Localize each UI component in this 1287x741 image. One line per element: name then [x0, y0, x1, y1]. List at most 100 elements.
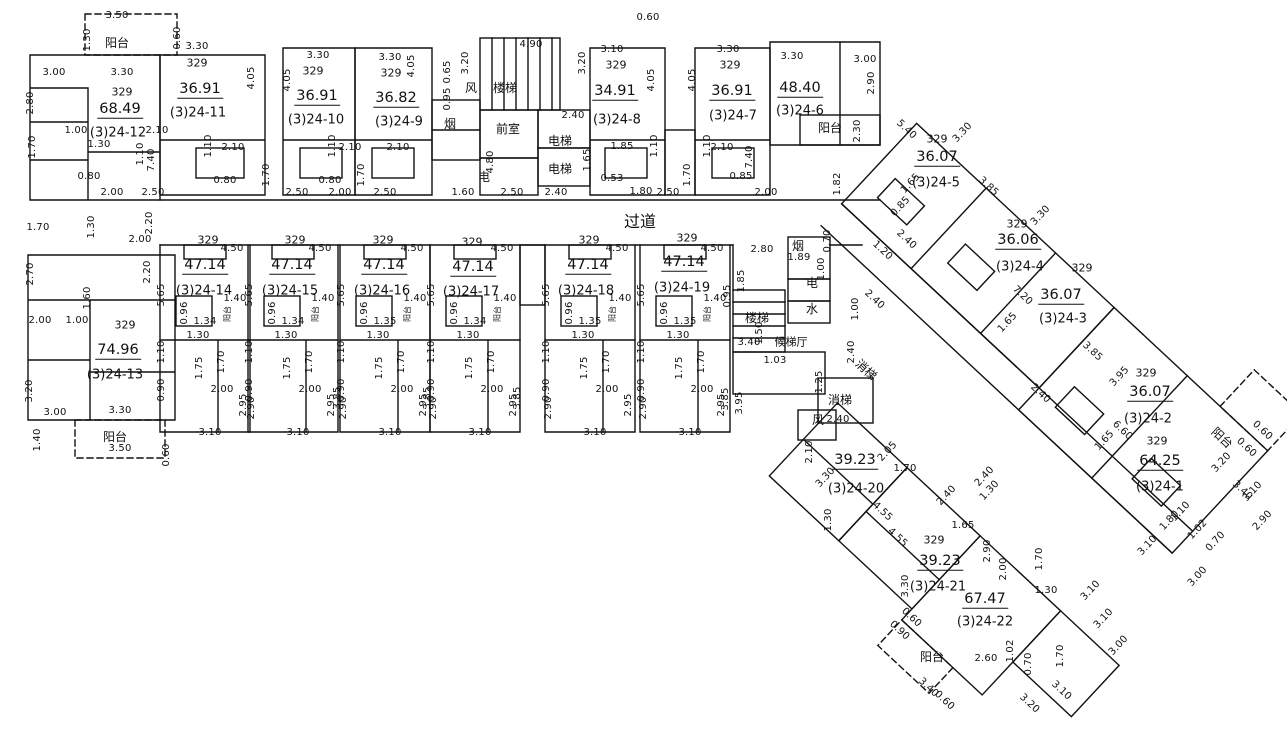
dimension-label: 2.60 — [974, 653, 998, 664]
dimension-label: 1.10 — [156, 340, 167, 364]
dimension-label: 2.40 — [826, 414, 850, 425]
dimension-label: 0.85 — [729, 171, 753, 182]
dimension-label: 4.90 — [519, 39, 543, 50]
dimension-label: 5.65 — [156, 283, 167, 307]
dimension-label: 1.70 — [696, 350, 707, 374]
unit-area: 36.06 — [995, 231, 1041, 250]
dimension-label: 2.10 — [221, 142, 245, 153]
dimension-label: 2.70 — [25, 262, 36, 286]
dimension-label: 3.10 — [198, 427, 222, 438]
dimension-label: 3.85 — [422, 386, 433, 410]
dimension-label: 1.34 — [193, 316, 217, 327]
dimension-label: 1.00 — [65, 315, 89, 326]
dimension-label: 4.50 — [605, 243, 629, 254]
dimension-label: 2.90 — [982, 539, 993, 563]
unit-code: (3)24-6 — [776, 103, 824, 119]
dimension-label: 3.85 — [332, 386, 343, 410]
dimension-label: 2.00 — [210, 384, 234, 395]
dimension-label: 0.80 — [77, 171, 101, 182]
dimension-label: 1.10 — [203, 134, 214, 158]
unit-code: (3)24-17 — [442, 284, 500, 300]
dimension-label: 2.80 — [25, 91, 36, 115]
balcony-label: 阳台 — [493, 306, 502, 322]
dimension-label: 1.70 — [26, 222, 50, 233]
room-label: 风 — [811, 413, 825, 427]
dimension-label: 2.00 — [480, 384, 504, 395]
dimension-label: 2.10 — [145, 125, 169, 136]
unit-code: (3)24-13 — [86, 367, 144, 383]
dimension-label: 1.60 — [451, 187, 475, 198]
dimension-label: 2.50 — [500, 187, 524, 198]
dimension-label: 2.40 — [846, 340, 857, 364]
dimension-label: 1.30 — [82, 28, 93, 52]
room-label: 楼梯 — [492, 81, 518, 95]
unit-area: 74.96 — [95, 341, 141, 360]
dimension-label: 4.50 — [400, 243, 424, 254]
dimension-label: 3.85 — [512, 386, 523, 410]
room-label: 过道 — [623, 212, 657, 231]
unit-tag: 329 — [923, 533, 945, 547]
balcony-label: 阳台 — [403, 306, 412, 322]
dimension-label: 1.34 — [463, 316, 487, 327]
unit-area: 47.14 — [565, 256, 611, 275]
dimension-label: 2.90 — [246, 396, 257, 420]
room-label: 前室 — [495, 122, 521, 136]
balcony-label: 阳台 — [102, 430, 128, 444]
unit-code: (3)24-11 — [169, 105, 227, 121]
unit-area: 47.14 — [182, 256, 228, 275]
room-label: 电 — [477, 170, 491, 184]
dimension-label: 4.50 — [308, 243, 332, 254]
dimension-label: 1.40 — [223, 293, 247, 304]
balcony-label: 阳台 — [919, 650, 945, 664]
balcony-label: 阳台 — [817, 121, 843, 135]
dimension-label: 3.30 — [900, 574, 911, 598]
dimension-label: 1.10 — [426, 340, 437, 364]
dimension-label: 2.10 — [338, 142, 362, 153]
dimension-label: 4.50 — [490, 243, 514, 254]
dimension-label: 1.10 — [336, 340, 347, 364]
dimension-label: 1.30 — [456, 330, 480, 341]
room-label: 候梯厅 — [774, 335, 808, 349]
dimension-label: 3.00 — [853, 54, 877, 65]
dimension-label: 1.35 — [673, 316, 697, 327]
unit-code: (3)24-2 — [1124, 411, 1172, 427]
dimension-label: 0.96 — [359, 301, 370, 325]
unit-area: 36.07 — [1038, 286, 1084, 305]
unit-code: (3)24-16 — [353, 283, 411, 299]
dimension-label: 2.00 — [28, 315, 52, 326]
dimension-label: 1.75 — [194, 356, 205, 380]
dimension-label: 1.30 — [666, 330, 690, 341]
unit-area: 36.91 — [709, 82, 755, 101]
dimension-label: 3.30 — [108, 405, 132, 416]
dimension-label: 1.10 — [702, 134, 713, 158]
dimension-label: 2.00 — [754, 187, 778, 198]
dimension-label: 3.00 — [42, 67, 66, 78]
unit-code: (3)24-20 — [827, 481, 885, 497]
unit-area: 39.23 — [832, 451, 878, 470]
dimension-label: 2.50 — [656, 187, 680, 198]
dimension-label: 3.10 — [468, 427, 492, 438]
unit-tag: 329 — [1006, 217, 1028, 231]
dimension-label: 1.35 — [578, 316, 602, 327]
dimension-label: 1.10 — [541, 340, 552, 364]
dimension-label: 1.65 — [582, 148, 593, 172]
unit-area: 67.47 — [962, 590, 1008, 609]
unit-area: 36.91 — [294, 87, 340, 106]
dimension-label: 1.30 — [366, 330, 390, 341]
dimension-label: 2.30 — [852, 119, 863, 143]
dimension-label: 3.30 — [378, 52, 402, 63]
dimension-label: 1.82 — [832, 172, 843, 196]
dimension-label: 2.00 — [998, 557, 1009, 581]
unit-tag: 329 — [1135, 366, 1157, 380]
dimension-label: 3.85 — [720, 387, 731, 411]
dimension-label: 3.20 — [460, 51, 471, 75]
dimension-label: 1.70 — [893, 463, 917, 474]
dimension-label: 1.70 — [356, 163, 367, 187]
unit-tag: 329 — [461, 235, 483, 249]
dimension-label: 2.00 — [595, 384, 619, 395]
dimension-label: 1.85 — [610, 141, 634, 152]
balcony-label: 阳台 — [104, 36, 130, 50]
dimension-label: 1.60 — [82, 286, 93, 310]
unit-area: 34.91 — [592, 82, 638, 101]
